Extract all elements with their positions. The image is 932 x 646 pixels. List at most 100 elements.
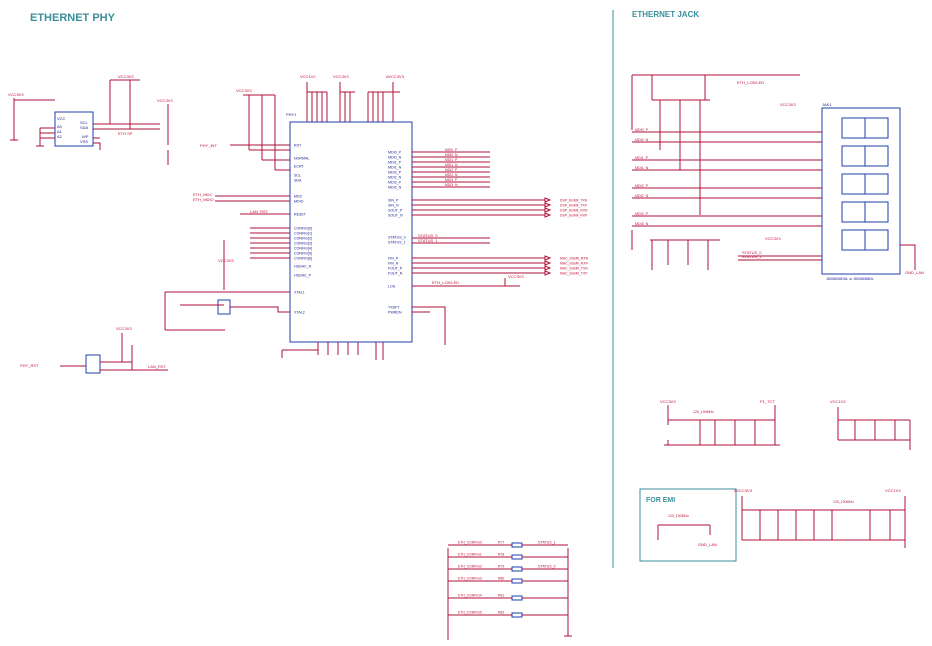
phy-pin-config-4-: CONFIG[4] xyxy=(294,247,312,251)
eeprom-chip: VCC A0 A1 A2 SCL SDA WP VSS xyxy=(54,111,94,147)
serdes-mac-sgmii-txn: MAC_SGMII_TXN xyxy=(560,267,588,271)
phy-pin-sout-p: SOUT_P xyxy=(388,209,403,213)
serdes-dsp-sgmii-txn: DSP_SGMII_TXN xyxy=(560,199,588,203)
jack-mdi-mdi3-n: MDI3_N xyxy=(635,222,649,226)
phy-right-pins: MDI0_PMDI0_PMDI0_NMDI0_NMDI1_PMDI1_PMDI1… xyxy=(388,148,490,315)
config-res-1: R78 xyxy=(498,553,504,557)
phy-pin-mdi0-p: MDI0_P xyxy=(388,151,402,155)
status1-net: STATUS_1 xyxy=(418,238,438,243)
svg-text:SCL: SCL xyxy=(80,120,89,125)
vcc1v2-label-2: VCC1V2 xyxy=(830,399,846,404)
config-res-3: R80 xyxy=(498,577,504,581)
phy-pin-mdc: MDC xyxy=(294,195,303,199)
config-net-5: ETH_CONFIG5 xyxy=(458,611,482,615)
jack-mdi-mdi2-p: MDI2_P xyxy=(635,184,649,188)
phy-pin-mdi2-n: MDI2_N xyxy=(388,176,402,180)
for-emi-box xyxy=(639,488,737,562)
ethernet-jack-title: ETHERNET JACK xyxy=(632,10,699,19)
serdes-arrow xyxy=(544,207,552,213)
vcc3v3-label-6: VCC3V3 xyxy=(218,258,234,263)
mdi-net-mdi3-n: MDI3_N xyxy=(445,183,458,187)
serdes-dsp-sgmii-rxn: DSP_SGMII_RXN xyxy=(560,209,588,213)
phy-pin-config-5-: CONFIG[5] xyxy=(294,252,312,256)
phy-pin-mdi0-n: MDI0_N xyxy=(388,156,402,160)
serdes-nets: DSP_SGMII_TXNDSP_SGMII_TXPDSP_SGMII_RXND… xyxy=(412,197,589,276)
eth-mdc-net: ETH_MDC xyxy=(193,192,212,197)
phy-pin-sin-n: SIN_N xyxy=(388,204,399,208)
phy-pin-hsdac-n: HSDAC_N xyxy=(294,265,312,269)
jack-mdi-mdi0-p: MDI0_P xyxy=(635,128,649,132)
serdes-arrow xyxy=(544,265,552,271)
phy-pin-xtal2: XTAL2 xyxy=(294,311,305,315)
config-resistor xyxy=(511,578,523,584)
phy-chip: PHY1 xyxy=(286,112,413,343)
vcc1v3-label: VCC1V3 xyxy=(885,488,901,493)
p1-tct-net: P1_TCT xyxy=(760,399,775,404)
config-net-4: ETH_CONFIG4 xyxy=(458,594,482,598)
vcc3v3-label-10: VCC3V3 xyxy=(780,102,796,107)
jack-mdi-mdi1-n: MDI1_N xyxy=(635,166,649,170)
phy-pin-mdi1-n: MDI1_N xyxy=(388,166,402,170)
phy-pin-mdi3-p: MDI3_P xyxy=(388,181,402,185)
serdes-mac-sgmii-rxn: MAC_SGMII_RXN xyxy=(560,257,589,261)
mdi-net-mdi2-n: MDI2_N xyxy=(445,173,458,177)
serdes-dsp-sgmii-rxp: DSP_SGMII_RXP xyxy=(560,214,588,218)
serdes-arrow xyxy=(544,202,552,208)
config-net-2: ETH_CONFIG2 xyxy=(458,565,482,569)
config-res-4: R81 xyxy=(498,594,504,598)
avcc3v3-label-1: AVCC3V3 xyxy=(386,74,405,79)
phy-pin-sda: SDA xyxy=(294,179,302,183)
vcc3v3-label-1: VCC3V3 xyxy=(8,92,24,97)
config-res-5: R82 xyxy=(498,611,504,615)
phy-pin-hsdac-p: HSDAC_P xyxy=(294,274,312,278)
svg-text:WP: WP xyxy=(82,134,89,139)
phy-ref: PHY1 xyxy=(286,112,297,117)
config-resistor xyxy=(511,554,523,560)
eeprom-wiring xyxy=(10,98,55,141)
serdes-arrow xyxy=(544,197,552,203)
jack-mdi-mdi3-p: MDI3_P xyxy=(635,212,649,216)
crystal xyxy=(217,299,231,315)
jack-magnetics xyxy=(841,117,889,251)
config-out-2: STATUS_0 xyxy=(538,565,556,569)
phy-pin-fin-p: FIN_P xyxy=(388,257,399,261)
phy-int-net: PHY_INT xyxy=(200,143,217,148)
phy-pin-config-6-: CONFIG[6] xyxy=(294,257,312,261)
gnd-lan-net-2: GND_LAN xyxy=(698,542,717,547)
phy-pin-pwrdn: PWRDN xyxy=(388,311,402,315)
mdi-net-mdi2-p: MDI2_P xyxy=(445,168,458,172)
reset-supervisor-chip xyxy=(85,354,101,374)
for-emi-title: FOR EMI xyxy=(646,497,675,504)
vcc3v3-label-8: VCC3V3 xyxy=(508,274,524,279)
phy-pin-fout-p: FOUT_P xyxy=(388,267,403,271)
phy-pin-reset: RESET xyxy=(294,213,307,217)
mdi-net-mdi3-p: MDI3_P xyxy=(445,178,458,182)
ferrite-b7-value: 120_100MHz xyxy=(833,500,854,504)
eth-los-net: ETH_LOS/LED xyxy=(432,280,459,285)
phy-pin-config-0-: CONFIG[0] xyxy=(294,227,312,231)
mdi-net-mdi0-n: MDI0_N xyxy=(445,153,458,157)
phy-pin-mdi1-p: MDI1_P xyxy=(388,161,402,165)
eth-sp-net: ETH SP xyxy=(118,131,133,136)
svg-text:A1: A1 xyxy=(57,129,63,134)
gnd-lan-net-1: GND_LAN xyxy=(905,270,924,275)
vcc3v3-label-9: VCC3V3 xyxy=(765,236,781,241)
serdes-mac-sgmii-txp: MAC_SGMII_TXP xyxy=(560,272,588,276)
svg-text:VCC: VCC xyxy=(57,116,66,121)
phy-pin-sout-n: SOUT_N xyxy=(388,214,403,218)
vcc3v3-label-2: VCC3V3 xyxy=(118,74,134,79)
mdi-net-mdi1-p: MDI1_P xyxy=(445,158,458,162)
phy-pin-fout-n: FOUT_N xyxy=(388,272,403,276)
phy-pin-xtal1: XTAL1 xyxy=(294,291,305,295)
mdi-net-mdi0-p: MDI0_P xyxy=(445,148,458,152)
ethernet-jack: JAK1 J8036D681NL or J8006D88NL xyxy=(821,102,901,281)
vcc3v3-label-5: VCC3V3 xyxy=(333,74,349,79)
vcc3v3-label-3: VCC3V3 xyxy=(157,98,173,103)
serdes-arrow xyxy=(544,255,552,261)
phy-pin-txdft: TXDFT xyxy=(388,306,400,310)
phy-rst-net: PHY_RST xyxy=(20,363,39,368)
ferrite-b27-value: 120_100MHz xyxy=(693,410,714,414)
ferrite-emi-value: 120_100MHz xyxy=(668,514,689,518)
config-net-3: ETH_CONFIG3 xyxy=(458,577,482,581)
avcc3v3-label-2: AVCC3V3 xyxy=(734,488,753,493)
